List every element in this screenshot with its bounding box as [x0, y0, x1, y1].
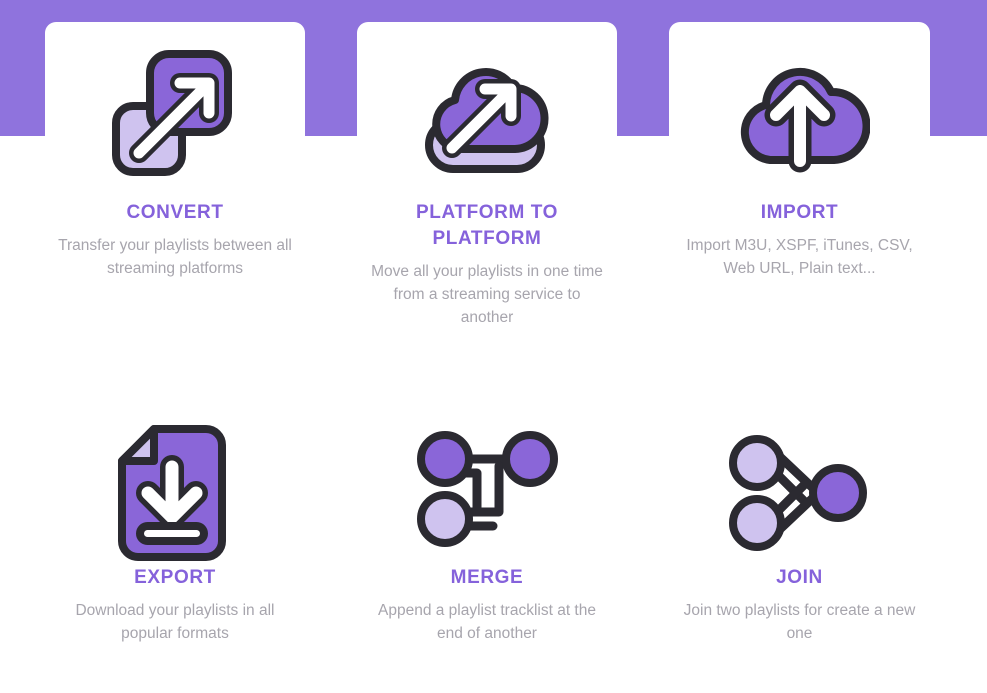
feature-card-convert[interactable]: CONVERT Transfer your playlists between … [45, 22, 305, 280]
feature-title: CONVERT [126, 202, 224, 223]
convert-squares-arrow-icon [45, 22, 305, 200]
feature-cards-top-row: CONVERT Transfer your playlists between … [0, 22, 987, 352]
document-download-icon [45, 420, 305, 565]
feature-title: JOIN [776, 567, 823, 588]
feature-description: Transfer your playlists between all stre… [58, 237, 292, 277]
feature-card-platform-to-platform[interactable]: PLATFORM TO PLATFORM Move all your playl… [357, 22, 617, 329]
feature-description: Join two playlists for create a new one [683, 602, 916, 642]
feature-description: Download your playlists in all popular f… [75, 602, 275, 642]
merge-nodes-icon [357, 420, 617, 565]
cloud-upload-icon [669, 22, 930, 200]
feature-card-import[interactable]: IMPORT Import M3U, XSPF, iTunes, CSV, We… [669, 22, 930, 280]
feature-card-export[interactable]: EXPORT Download your playlists in all po… [45, 420, 305, 645]
feature-description: Import M3U, XSPF, iTunes, CSV, Web URL, … [686, 237, 913, 277]
feature-card-merge[interactable]: MERGE Append a playlist tracklist at the… [357, 420, 617, 645]
feature-description: Append a playlist tracklist at the end o… [378, 602, 596, 642]
feature-cards-bottom-row: EXPORT Download your playlists in all po… [0, 420, 987, 693]
feature-title: IMPORT [760, 202, 839, 223]
feature-title: EXPORT [134, 567, 216, 588]
cloud-arrow-transfer-icon [357, 22, 617, 200]
feature-title: MERGE [450, 567, 524, 588]
feature-card-join[interactable]: JOIN Join two playlists for create a new… [669, 420, 930, 645]
join-nodes-icon [669, 420, 930, 565]
feature-description: Move all your playlists in one time from… [371, 263, 603, 326]
feature-title: PLATFORM TO PLATFORM [415, 202, 559, 249]
